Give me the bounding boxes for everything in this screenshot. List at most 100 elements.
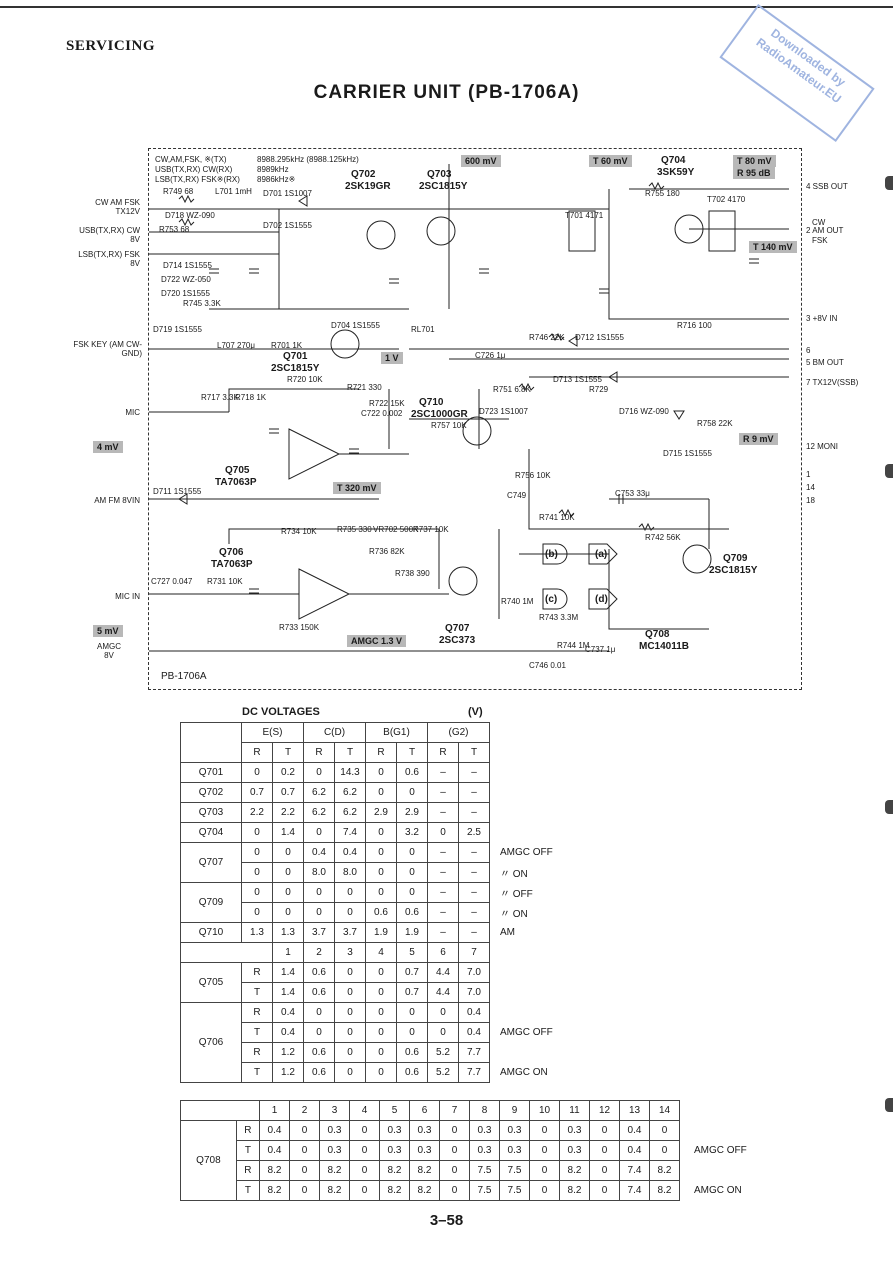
note-cell: AMGC ON bbox=[694, 1185, 742, 1196]
voltage-cell: 0 bbox=[241, 882, 273, 903]
voltage-cell: 0 bbox=[365, 962, 397, 983]
level-box-r9mv: R 9 mV bbox=[739, 433, 778, 445]
voltage-cell: – bbox=[458, 802, 490, 823]
pin-label-usb: USB(TX,RX) CW 8V bbox=[79, 226, 140, 244]
voltage-cell: 8.2 bbox=[559, 1180, 590, 1201]
device-ref-cell: Q707 bbox=[180, 842, 242, 883]
voltage-cell: 0.4 bbox=[259, 1140, 290, 1161]
voltage-cell: 0.6 bbox=[396, 762, 428, 783]
voltage-cell: 1.9 bbox=[396, 922, 428, 943]
column-subheader: R bbox=[427, 742, 459, 763]
pin-number-cell: 4 bbox=[349, 1100, 380, 1121]
voltage-cell: – bbox=[458, 842, 490, 863]
voltage-cell: 0 bbox=[396, 862, 428, 883]
voltage-cell: 5.2 bbox=[427, 1042, 459, 1063]
note-cell: AMGC OFF bbox=[694, 1145, 747, 1156]
component-label: R720 10K bbox=[287, 375, 323, 384]
q706-ref: Q706 bbox=[219, 547, 244, 558]
voltage-cell: 0 bbox=[529, 1140, 560, 1161]
group-header: (G2) bbox=[427, 722, 490, 743]
voltage-cell: – bbox=[427, 882, 459, 903]
voltage-cell: 0.7 bbox=[396, 962, 428, 983]
voltage-cell: 0.6 bbox=[396, 1042, 428, 1063]
voltage-cell: 0.3 bbox=[379, 1120, 410, 1141]
voltage-cell: 0 bbox=[439, 1180, 470, 1201]
mode-cell: R bbox=[241, 962, 273, 983]
voltage-cell: 0.3 bbox=[409, 1140, 440, 1161]
component-label: R758 22K bbox=[697, 419, 733, 428]
component-label: R740 1M bbox=[501, 597, 534, 606]
component-label: R751 6.8K bbox=[493, 385, 531, 394]
gate-c-label: (c) bbox=[545, 594, 558, 605]
freq-value-3: 8986kHz※ bbox=[257, 175, 296, 184]
pin-number-cell: 3 bbox=[319, 1100, 350, 1121]
component-label: D723 1S1007 bbox=[479, 407, 528, 416]
voltage-cell: 0 bbox=[334, 1042, 366, 1063]
voltage-cell: 5.2 bbox=[427, 1062, 459, 1083]
table-corner bbox=[180, 942, 273, 963]
pin-label-fsk-key: FSK KEY (AM CW-GND) bbox=[73, 340, 142, 358]
voltage-cell: 0 bbox=[365, 1022, 397, 1043]
device-ref-cell: Q709 bbox=[180, 882, 242, 923]
section-heading: SERVICING bbox=[66, 38, 155, 54]
voltage-cell: 0.3 bbox=[379, 1140, 410, 1161]
voltage-cell: 0.4 bbox=[619, 1120, 650, 1141]
voltage-cell: 1.3 bbox=[272, 922, 304, 943]
voltage-cell: 0 bbox=[289, 1140, 320, 1161]
voltage-cell: 7.5 bbox=[469, 1180, 500, 1201]
component-label: R746 22K bbox=[529, 333, 565, 342]
level-box-amgc-1-3v: AMGC 1.3 V bbox=[347, 635, 407, 647]
pin-label-18: 18 bbox=[806, 496, 815, 505]
voltage-cell: 0 bbox=[396, 782, 428, 803]
voltage-cell: 0.4 bbox=[619, 1140, 650, 1161]
pin-number-cell: 5 bbox=[396, 942, 428, 963]
voltage-cell: – bbox=[427, 862, 459, 883]
group-header: B(G1) bbox=[365, 722, 428, 743]
pin-label-bm-out: 5 BM OUT bbox=[806, 358, 844, 367]
pin-number-cell: 7 bbox=[458, 942, 490, 963]
voltage-cell: 0.6 bbox=[303, 1062, 335, 1083]
voltage-cell: 0 bbox=[289, 1120, 320, 1141]
component-label: L701 1mH bbox=[215, 187, 252, 196]
note-cell: AM bbox=[500, 927, 515, 938]
voltage-cell: 1.4 bbox=[272, 982, 304, 1003]
voltage-cell: – bbox=[458, 862, 490, 883]
voltage-cell: 4.4 bbox=[427, 962, 459, 983]
level-box-t60mv: T 60 mV bbox=[589, 155, 632, 167]
pin-number-cell: 2 bbox=[303, 942, 335, 963]
voltage-cell: 3.2 bbox=[396, 822, 428, 843]
device-ref-cell: Q705 bbox=[180, 962, 242, 1003]
component-label: D704 1S1555 bbox=[331, 321, 380, 330]
component-label: D711 1S1555 bbox=[153, 487, 202, 496]
q706-part: TA7063P bbox=[211, 559, 253, 570]
voltage-cell: 7.4 bbox=[334, 822, 366, 843]
voltage-cell: 2.9 bbox=[396, 802, 428, 823]
voltage-cell: 0 bbox=[649, 1120, 680, 1141]
voltage-cell: – bbox=[427, 902, 459, 923]
note-cell bbox=[490, 1003, 556, 1023]
voltage-cell: 7.0 bbox=[458, 982, 490, 1003]
component-label: RL701 bbox=[411, 325, 435, 334]
voltage-cell: 0 bbox=[365, 1002, 397, 1023]
note-cell: 〃 ON bbox=[500, 909, 528, 920]
q710-part: 2SC1000GR bbox=[411, 409, 468, 420]
component-label: D713 1S1555 bbox=[553, 375, 602, 384]
component-label: T702 4170 bbox=[707, 195, 746, 204]
pin-label-ssb-out: 4 SSB OUT bbox=[806, 182, 848, 191]
component-label: R743 3.3M bbox=[539, 613, 579, 622]
voltage-cell: 0 bbox=[241, 822, 273, 843]
component-label: R753 68 bbox=[159, 225, 190, 234]
voltage-cell: 0 bbox=[303, 882, 335, 903]
level-box-5mv: 5 mV bbox=[93, 625, 123, 637]
voltage-cell: 6.2 bbox=[303, 802, 335, 823]
voltage-cell: 0 bbox=[529, 1160, 560, 1181]
voltage-cell: 0.3 bbox=[319, 1120, 350, 1141]
voltage-cell: 0.6 bbox=[396, 1062, 428, 1083]
component-label: R757 10K bbox=[431, 421, 467, 430]
dc-voltages-unit: (V) bbox=[468, 706, 483, 718]
mode-cell: R bbox=[241, 1042, 273, 1063]
voltage-cell: 1.2 bbox=[272, 1062, 304, 1083]
